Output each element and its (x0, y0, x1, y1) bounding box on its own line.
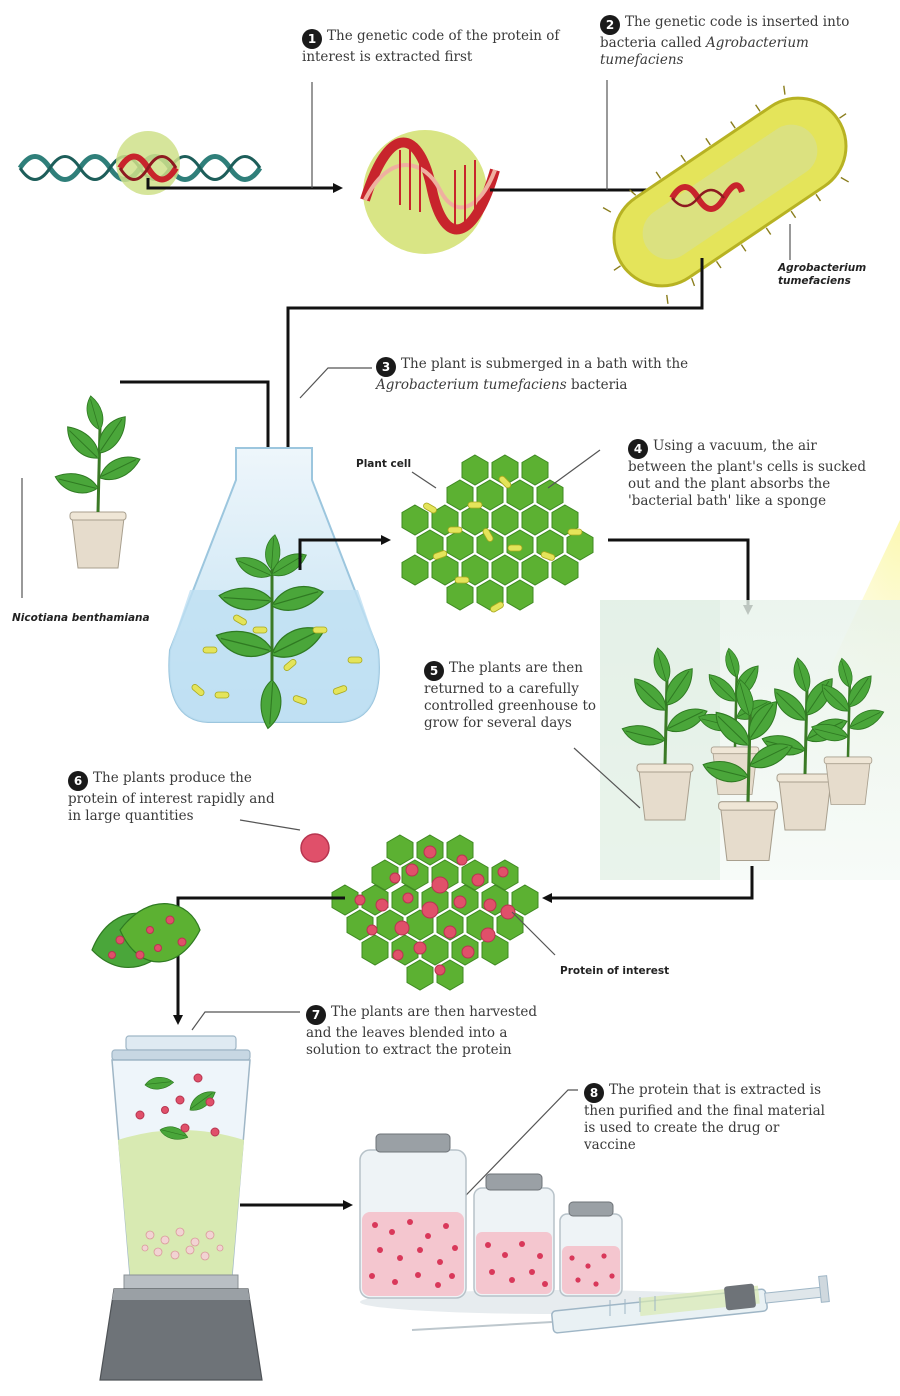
protein-cell-cluster-icon (332, 835, 538, 990)
step-number-badge: 4 (628, 439, 648, 459)
potted-plant-icon (53, 394, 144, 568)
plant-cell-label: Plant cell (356, 458, 411, 471)
step-3-text: The plant is submerged in a bath with th… (401, 356, 688, 372)
step-7-text: The plants are then harvested and the le… (306, 1004, 537, 1058)
step-4-text: Using a vacuum, the air between the plan… (628, 438, 866, 509)
flask-icon (169, 448, 379, 730)
step-number-badge: 8 (584, 1083, 604, 1103)
bacterium-label-line1: Agrobacterium (778, 262, 878, 275)
plant-name-label: Nicotiana benthamiana (12, 612, 150, 625)
cell-cluster-icon (402, 455, 593, 613)
protein-label: Protein of interest (560, 965, 669, 978)
step-number-badge: 2 (600, 15, 620, 35)
dna-strand-icon (20, 131, 260, 195)
blender-icon (100, 1036, 262, 1380)
step-3-tail: bacteria (571, 377, 628, 393)
step-6-text: The plants produce the protein of intere… (68, 770, 275, 824)
greenhouse-icon (600, 520, 900, 900)
step-number-badge: 5 (424, 661, 444, 681)
bacterium-label: Agrobacterium tumefaciens (778, 262, 878, 288)
step-3: 3 The plant is submerged in a bath with t… (376, 356, 716, 394)
bacterium-label-line2: tumefaciens (778, 275, 878, 288)
step-8-text: The protein that is extracted is then pu… (584, 1082, 825, 1153)
step-3-italic: Agrobacterium tumefaciens (376, 377, 567, 393)
step-number-badge: 3 (376, 357, 396, 377)
leaf-icon (92, 904, 200, 968)
step-number-badge: 1 (302, 29, 322, 49)
step-number-badge: 7 (306, 1005, 326, 1025)
protein-icon (301, 834, 329, 862)
jar-icon (360, 1134, 760, 1314)
step-1-text: The genetic code of the protein of inter… (302, 28, 559, 65)
dna-zoom-icon (363, 130, 495, 254)
step-number-badge: 6 (68, 771, 88, 791)
step-5-text: The plants are then returned to a carefu… (424, 660, 596, 731)
